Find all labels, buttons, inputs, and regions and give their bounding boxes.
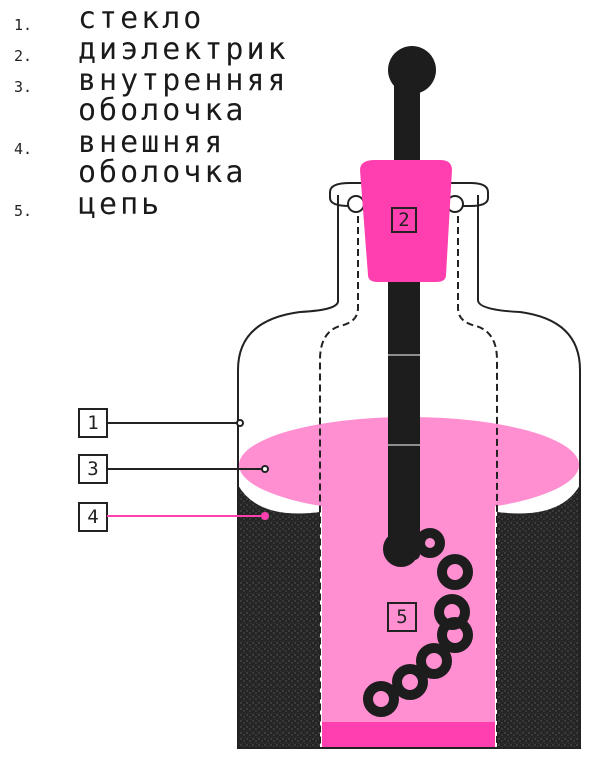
callout-dielectric: 2 — [391, 207, 417, 233]
legend-number: 1. — [14, 16, 33, 34]
legend-number: 3. — [14, 78, 33, 96]
legend-number: 4. — [14, 140, 33, 158]
callout-glass-label: 1 — [87, 412, 98, 434]
stopper-icon — [360, 160, 452, 282]
callout-outer-coating: 4 — [78, 502, 269, 532]
glass-bottle — [237, 195, 581, 749]
callout-dielectric-label: 2 — [398, 209, 409, 231]
legend-label: внешняя оболочка — [78, 125, 247, 190]
callout-glass: 1 — [78, 408, 244, 438]
rod-top — [394, 80, 420, 180]
bottle-rim — [329, 182, 489, 207]
legend-label: цепь — [78, 187, 163, 222]
knob — [388, 46, 436, 94]
legend-label: диэлектрик — [78, 32, 289, 67]
callout-outer-coating-label: 4 — [87, 506, 98, 528]
legend-number: 2. — [14, 47, 33, 65]
callout-chain: 5 — [387, 602, 417, 632]
legend-number: 5. — [14, 202, 33, 220]
legend-label: стекло — [78, 1, 205, 36]
rod — [388, 270, 420, 560]
callout-chain-label: 5 — [396, 606, 407, 628]
outer-coating — [238, 485, 580, 748]
legend-label: внутренняя оболочка — [78, 63, 289, 128]
rim-knob-left — [347, 195, 365, 213]
callout-inner-coating: 3 — [78, 454, 269, 484]
inner-coating-bottom — [322, 722, 495, 748]
callout-inner-coating-label: 3 — [87, 458, 98, 480]
